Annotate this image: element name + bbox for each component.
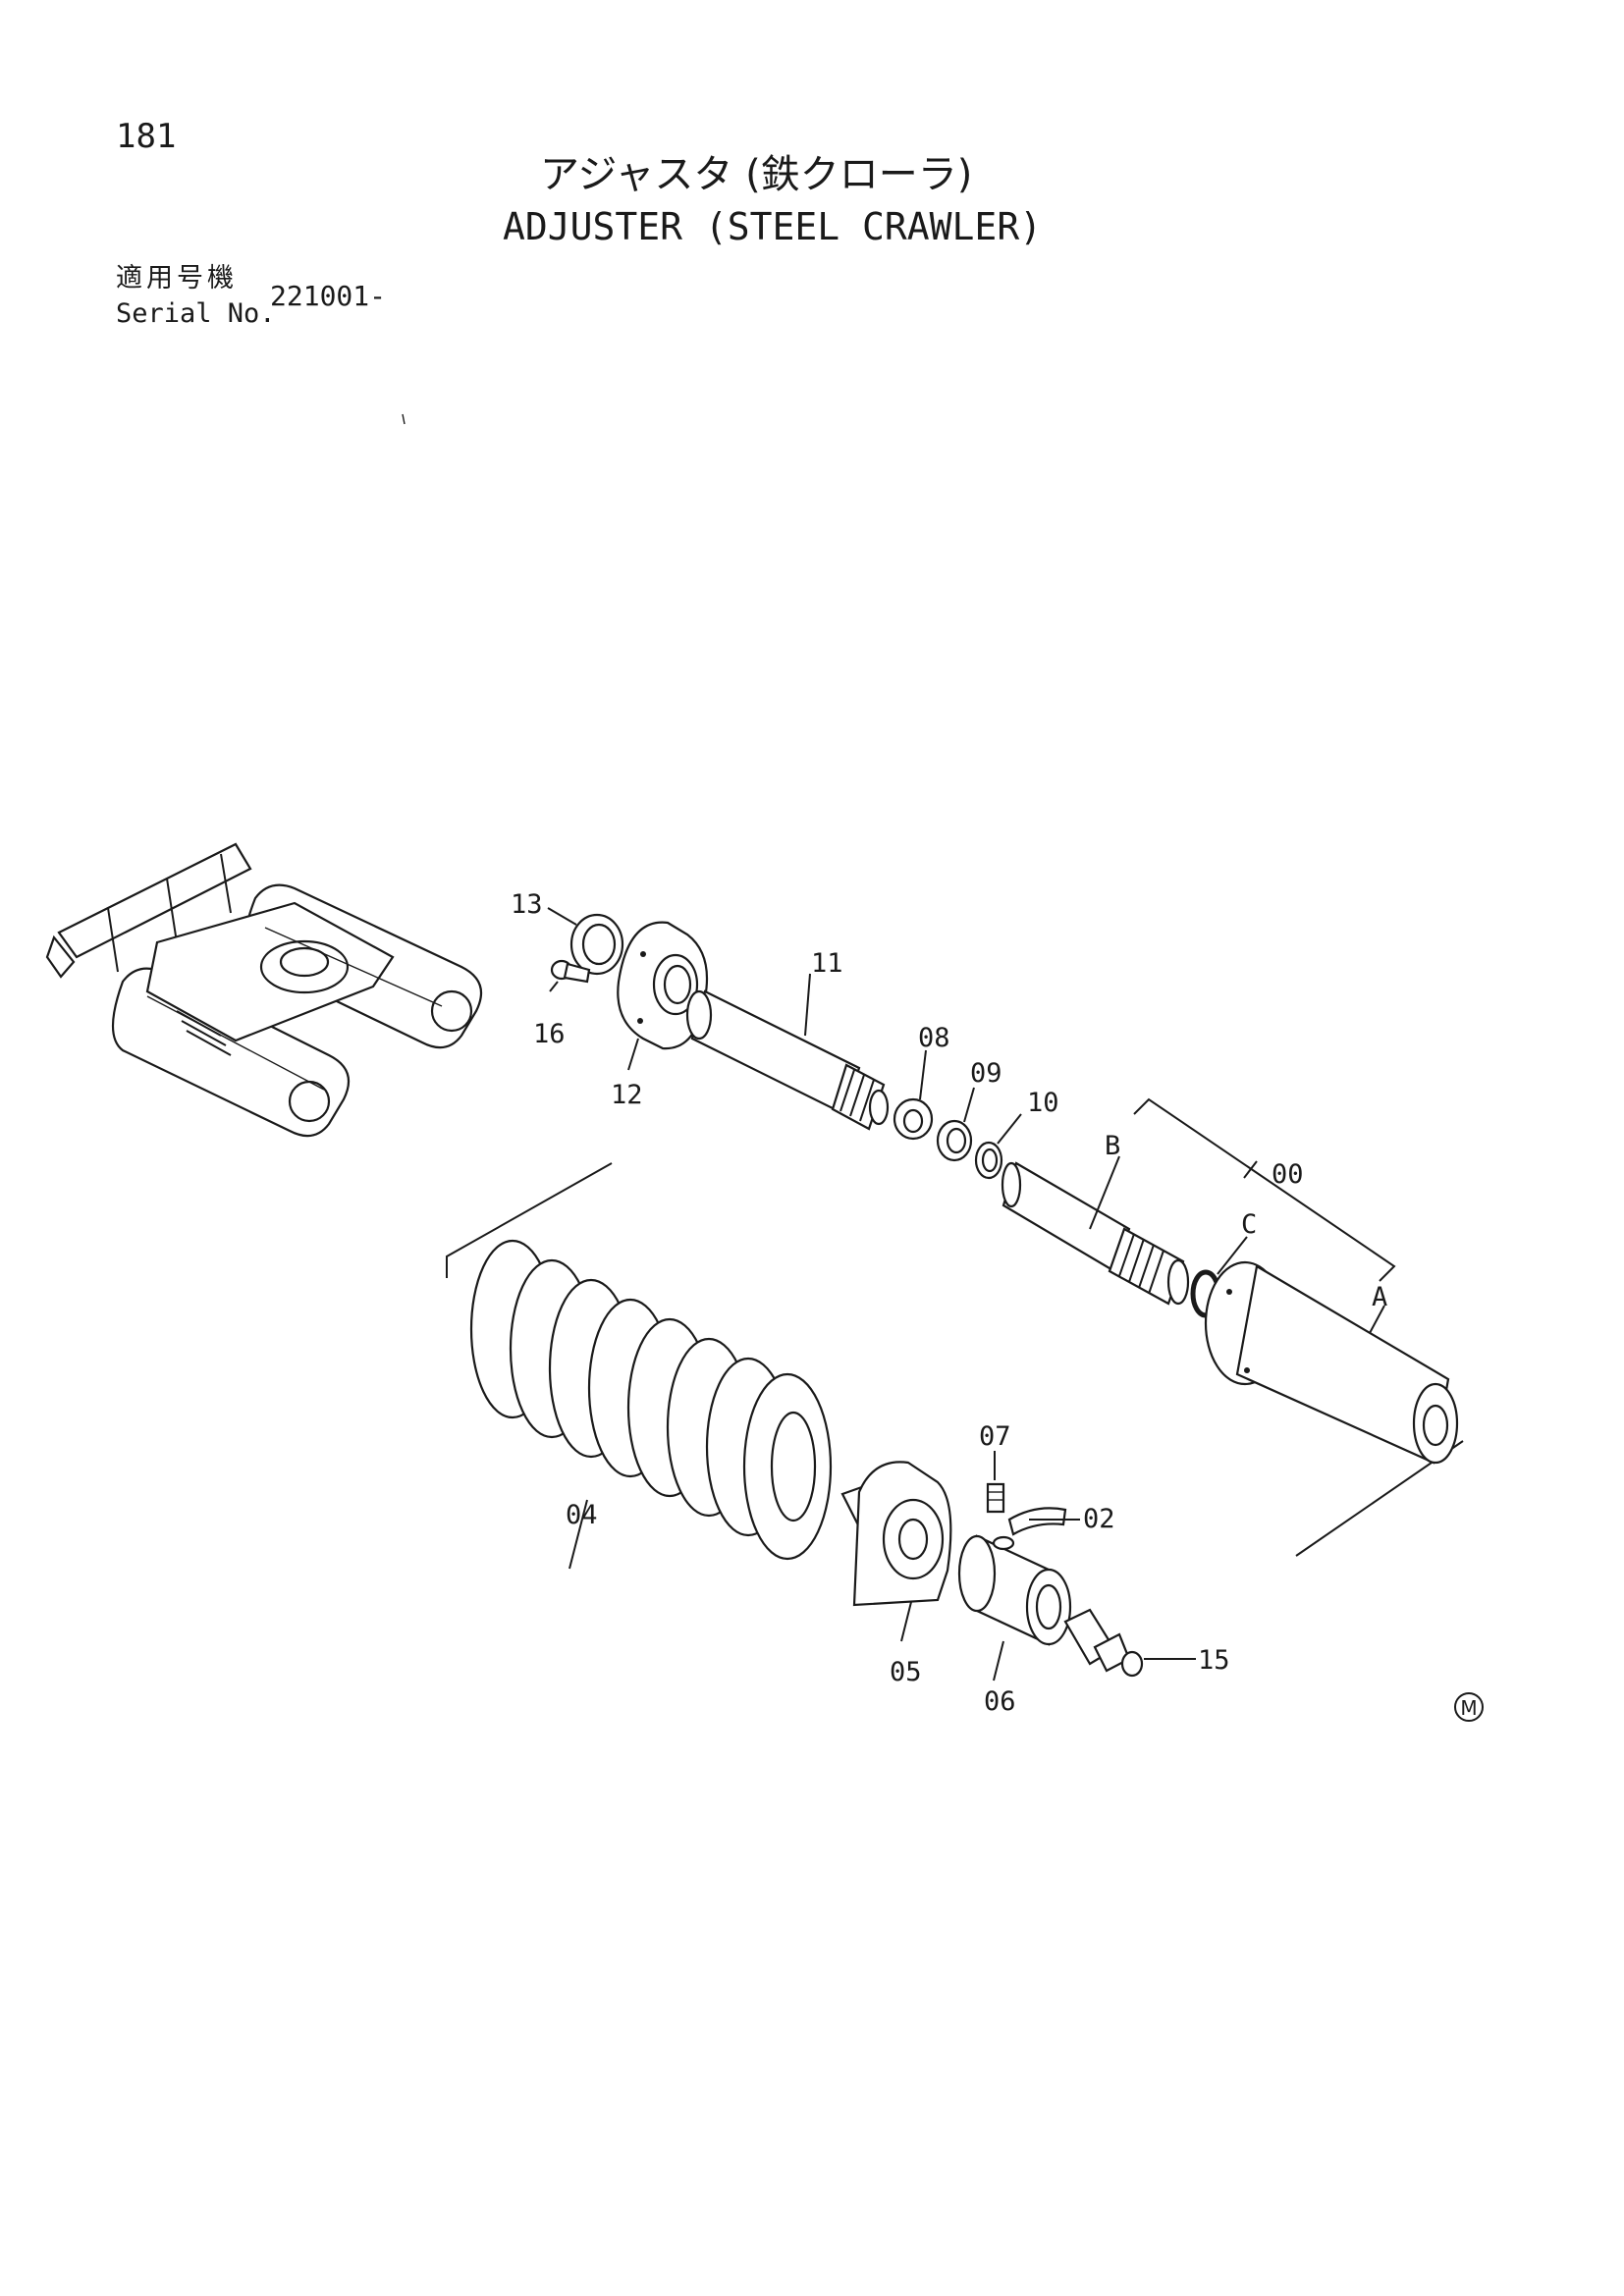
part-B-piston-rod (1001, 1155, 1190, 1306)
label-02: 02 (1083, 1504, 1115, 1534)
label-11: 11 (811, 948, 843, 979)
serial-number-value: 221001- (270, 280, 387, 312)
label-06: 06 (984, 1686, 1016, 1717)
title-english: ADJUSTER (STEEL CRAWLER) (503, 205, 1043, 248)
part-13-seal (547, 907, 624, 976)
part-12-flange (617, 921, 709, 1071)
part-16-bolt (549, 959, 591, 992)
label-07: 07 (979, 1421, 1011, 1452)
label-A: A (1372, 1282, 1387, 1312)
part-05-seat (840, 1461, 952, 1642)
machine-thumbnail (45, 842, 483, 1138)
label-09: 09 (970, 1058, 1002, 1089)
label-16: 16 (533, 1019, 566, 1049)
part-A-cylinder (1204, 1260, 1459, 1465)
label-13: 13 (511, 889, 543, 920)
label-B: B (1105, 1131, 1120, 1161)
label-05: 05 (890, 1657, 922, 1687)
part-07-set-screw (986, 1451, 1005, 1514)
label-C: C (1241, 1209, 1257, 1240)
title-japanese: アジャスタ (鉄クローラ) (540, 152, 973, 197)
label-00: 00 (1272, 1159, 1304, 1190)
part-08-ring (893, 1049, 934, 1141)
part-10-snap-ring (974, 1113, 1022, 1180)
m-mark-icon: M (1454, 1692, 1484, 1722)
label-15: 15 (1198, 1645, 1230, 1676)
part-04-spring (469, 1239, 833, 1570)
label-10: 10 (1027, 1088, 1059, 1118)
part-15-grease-fitting (1063, 1608, 1196, 1678)
scan-specks (402, 413, 406, 425)
part-06-yoke (957, 1534, 1072, 1682)
part-11-rod (685, 973, 890, 1131)
part-09-ring (936, 1087, 975, 1162)
label-12: 12 (611, 1080, 643, 1110)
part-02-shim (1007, 1507, 1080, 1536)
serial-label-japanese: 適用号機 (116, 263, 238, 294)
label-08: 08 (918, 1023, 950, 1053)
kit-bracket-00 (1133, 1097, 1396, 1282)
page-number: 181 (116, 117, 177, 156)
serial-label-english: Serial No. (116, 298, 276, 329)
m-mark-letter: M (1460, 1696, 1477, 1720)
label-04: 04 (566, 1500, 598, 1530)
